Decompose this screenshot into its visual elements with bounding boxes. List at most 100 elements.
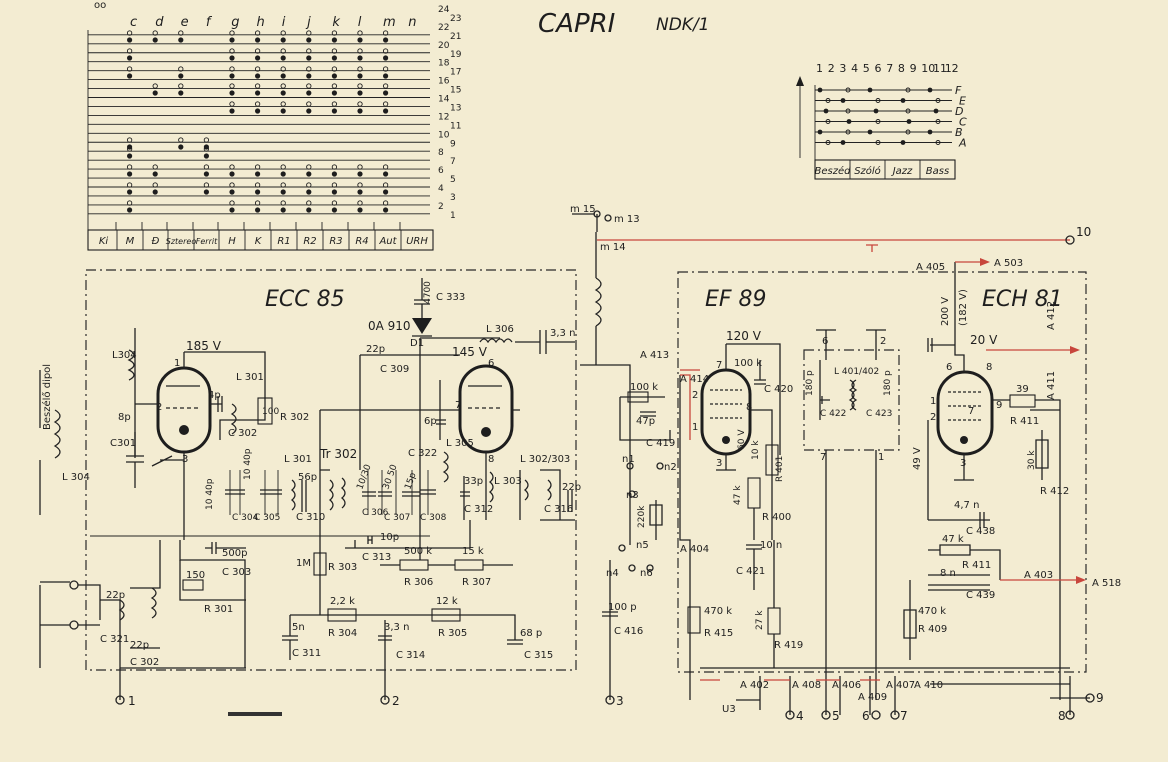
tone-button-4[interactable]: Bass [926, 166, 949, 177]
svg-text:A 405: A 405 [916, 262, 945, 273]
svg-text:5n: 5n [292, 622, 305, 633]
switch-row-number: 19 [450, 50, 462, 60]
switch-letter: g [231, 15, 239, 30]
switch-button-7[interactable]: K [255, 236, 263, 247]
switch-button-1[interactable]: Ki [99, 236, 109, 247]
svg-text:10 40p: 10 40p [243, 448, 253, 480]
svg-text:7: 7 [820, 452, 826, 463]
switch-contact-open [306, 30, 312, 36]
tone-button-1[interactable]: Beszéd [815, 165, 852, 177]
switch-button-2[interactable]: M [126, 236, 135, 247]
switch-row-number: 10 [438, 130, 450, 140]
tube-label-ecc85: ECC 85 [265, 287, 345, 312]
switch-letter: n [408, 15, 416, 30]
switch-contact-open [254, 101, 261, 107]
tone-contact-open [935, 98, 941, 103]
switch-button-9[interactable]: R2 [303, 236, 316, 247]
svg-text:C 316: C 316 [544, 504, 573, 515]
svg-text:3: 3 [616, 694, 624, 708]
tone-arrow-head [796, 76, 804, 86]
switch-button-5[interactable]: Ferrit [196, 237, 218, 246]
switch-contact [127, 73, 133, 79]
switch-contact [255, 37, 261, 43]
switch-row-number: 2 [438, 202, 444, 212]
svg-text:33p: 33p [464, 476, 483, 487]
switch-contact [127, 37, 133, 43]
tone-button-3[interactable]: Jazz [891, 166, 913, 177]
switch-button-4[interactable]: Sztereo [166, 237, 197, 246]
if-transformer-box [803, 349, 900, 451]
svg-text:A 409: A 409 [858, 692, 887, 703]
tone-contact-open [875, 140, 881, 145]
switch-button-10[interactable]: R3 [329, 236, 342, 247]
switch-contact-open [306, 83, 312, 89]
switch-button-row [87, 229, 434, 251]
switch-button-13[interactable]: URH [406, 236, 428, 247]
tone-button-2[interactable]: Szóló [854, 165, 881, 177]
switch-contact-open [357, 83, 363, 89]
switch-row-number: 24 [438, 5, 450, 15]
svg-text:4p: 4p [208, 390, 221, 401]
switch-contact [357, 171, 363, 177]
switch-contact-open [331, 30, 338, 36]
switch-contact [255, 207, 261, 213]
switch-contact [255, 108, 261, 114]
svg-text:2: 2 [156, 402, 162, 413]
switch-contact-open [331, 101, 338, 107]
switch-contact-open [357, 182, 363, 188]
switch-button-12[interactable]: Aut [378, 236, 397, 247]
switch-button-3[interactable]: Ð [152, 236, 160, 247]
svg-text:n3: n3 [626, 490, 639, 501]
switch-letter: m [383, 15, 396, 30]
switch-contact [280, 90, 286, 96]
switch-contact [255, 73, 261, 79]
svg-text:R 302: R 302 [280, 412, 309, 423]
switch-contact [331, 73, 337, 79]
svg-text:m 13: m 13 [614, 214, 640, 225]
switch-letter: i [282, 15, 286, 30]
svg-text:1: 1 [174, 358, 180, 369]
svg-text:6: 6 [488, 358, 494, 369]
svg-text:C 423: C 423 [866, 409, 892, 419]
tone-contact-open [825, 119, 831, 124]
svg-text:R 411: R 411 [962, 560, 991, 571]
switch-letter: k [332, 15, 340, 30]
switch-contact [178, 37, 184, 43]
switch-row-number: 11 [450, 121, 461, 131]
switch-button-8[interactable]: R1 [277, 236, 290, 247]
svg-text:220k: 220k [637, 505, 647, 528]
switch-contact [331, 55, 337, 61]
switch-contact [306, 189, 312, 195]
switch-contact [229, 55, 235, 61]
switch-contact [357, 108, 363, 114]
tone-contact [817, 129, 823, 135]
tube-label-ech81: ECH 81 [982, 287, 1063, 312]
switch-contact-open [178, 66, 184, 72]
switch-contact-open [152, 83, 158, 89]
svg-text:500p: 500p [222, 548, 247, 559]
switch-contact-open [254, 200, 261, 206]
switch-contact-open [254, 182, 261, 188]
switch-contact [331, 189, 337, 195]
switch-contact-open [126, 137, 133, 143]
svg-text:(182 V): (182 V) [958, 289, 969, 326]
svg-text:C 314: C 314 [396, 650, 425, 661]
svg-text:500 k: 500 k [404, 546, 432, 557]
tone-number: 8 [898, 62, 905, 75]
switch-contact-open [254, 164, 261, 170]
switch-button-11[interactable]: R4 [355, 236, 368, 247]
switch-contact-open [382, 164, 389, 170]
svg-text:C 304: C 304 [232, 513, 259, 523]
switch-contact [152, 90, 158, 96]
svg-text:C 306: C 306 [362, 508, 389, 518]
switch-contact-open [306, 182, 312, 188]
switch-button-6[interactable]: H [228, 236, 236, 247]
tone-contact [823, 108, 829, 114]
switch-contact [229, 171, 235, 177]
tone-number: 9 [910, 62, 917, 75]
switch-contact-open [229, 48, 235, 54]
tone-row-label: F [955, 84, 962, 97]
